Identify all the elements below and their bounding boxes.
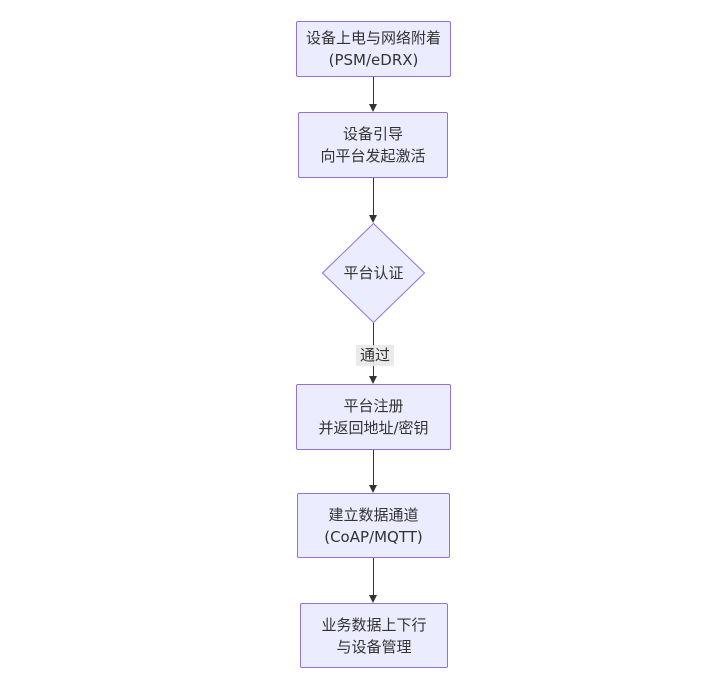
node-text-line: 设备上电与网络附着 [305,29,441,47]
arrow-connector [369,178,378,223]
node-text-line: (CoAP/MQTT) [324,527,423,546]
arrowhead-icon [369,485,377,493]
arrowhead-icon [369,215,377,223]
arrow-line [373,77,374,106]
decision-diamond-shape [322,223,425,323]
node-power-network-attach: 设备上电与网络附着 (PSM/eDRX) [296,21,451,77]
arrow-connector [369,77,378,112]
arrow-line [373,178,374,217]
node-text-line: 向平台发起激活 [320,147,426,165]
decision-platform-auth: 平台认证 [322,223,425,323]
arrow-line [373,558,374,597]
node-text-line: 与设备管理 [336,637,412,656]
node-text-line: (PSM/eDRX) [328,51,419,69]
node-text-line: 平台注册 [343,397,404,415]
edge-label-pass: 通过 [356,345,394,366]
arrowhead-icon [369,376,377,384]
arrow-connector [369,450,378,493]
node-text-line: 平台认证 [343,264,404,282]
node-platform-register: 平台注册 并返回地址/密钥 [296,384,451,450]
node-text-line: 设备引导 [342,125,403,143]
arrow-line [373,450,374,487]
node-text-line: 建立数据通道 [328,505,419,524]
node-device-bootstrap: 设备引导 向平台发起激活 [298,112,448,178]
arrow-connector [369,558,378,603]
node-business-data-management: 业务数据上下行 与设备管理 [300,603,448,668]
arrowhead-icon [369,595,377,603]
node-text-line: 并返回地址/密钥 [318,419,429,437]
node-data-channel: 建立数据通道 (CoAP/MQTT) [297,493,450,558]
arrowhead-icon [369,104,377,112]
node-text-line: 业务数据上下行 [321,615,427,634]
